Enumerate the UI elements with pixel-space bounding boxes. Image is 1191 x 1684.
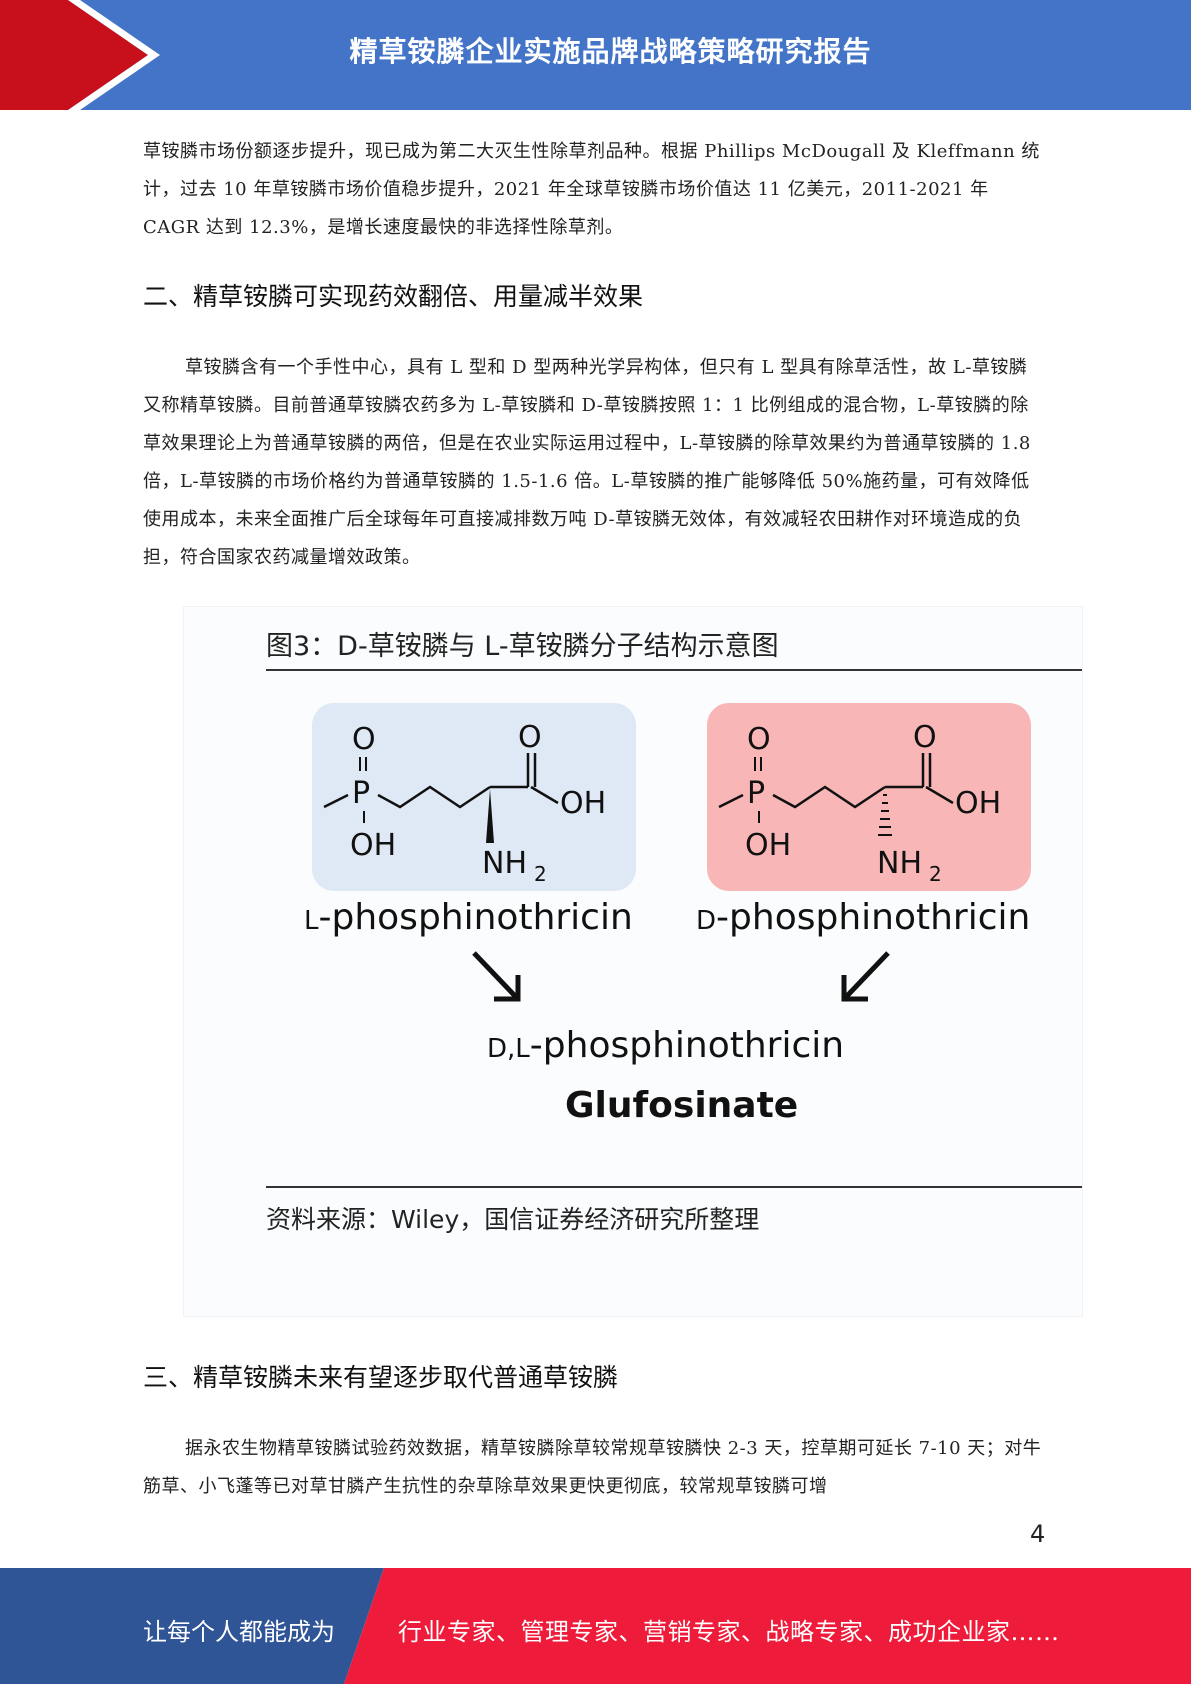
svg-text:O: O: [913, 720, 937, 755]
svg-text:NH: NH: [877, 846, 922, 881]
paragraph-efficacy: 据永农生物精草铵膦试验药效数据，精草铵膦除草较常规草铵膦快 2-3 天，控草期可…: [143, 1438, 1042, 1497]
arrow-down-left-icon: [841, 951, 890, 1002]
d-molecule-box: O P OH O OH NH 2: [707, 703, 1031, 891]
l-molecule-box: O P OH O OH NH 2: [312, 703, 636, 891]
paragraph-market-share: 草铵膦市场份额逐步提升，现已成为第二大灭生性除草剂品种。根据 Phillips …: [143, 141, 1040, 238]
svg-text:2: 2: [929, 862, 942, 886]
figure-molecular-structure: 图3：D-草铵膦与 L-草铵膦分子结构示意图 O P OH O OH NH 2 …: [183, 606, 1083, 1317]
footer-background: [0, 1568, 1191, 1684]
svg-text:OH: OH: [350, 828, 396, 863]
l-phosphinothricin-label: L-phosphinothricin: [304, 897, 633, 938]
footer-slogan-right: 行业专家、管理专家、营销专家、战略专家、成功企业家……: [398, 1618, 1060, 1646]
figure-bottom-rule: [266, 1186, 1082, 1188]
footer-bar: 让每个人都能成为 行业专家、管理专家、营销专家、战略专家、成功企业家……: [0, 1568, 1191, 1684]
svg-text:O: O: [352, 722, 376, 757]
figure-title: 图3：D-草铵膦与 L-草铵膦分子结构示意图: [266, 631, 779, 662]
svg-text:P: P: [352, 776, 370, 811]
svg-text:NH: NH: [482, 846, 527, 881]
d-phosphinothricin-structure: O P OH O OH NH 2: [718, 720, 1001, 886]
svg-text:OH: OH: [560, 786, 606, 821]
arrow-down-right-icon: [472, 951, 521, 1002]
l-phosphinothricin-structure: O P OH O OH NH 2: [323, 720, 606, 886]
footer-slogan-left: 让每个人都能成为: [143, 1618, 335, 1646]
svg-text:2: 2: [534, 862, 547, 886]
svg-text:O: O: [518, 720, 542, 755]
d-phosphinothricin-label: D-phosphinothricin: [696, 897, 1031, 938]
glufosinate-label: Glufosinate: [565, 1085, 799, 1126]
figure-top-rule: [266, 669, 1082, 671]
figure-source: 资料来源：Wiley，国信证券经济研究所整理: [266, 1205, 760, 1234]
dl-phosphinothricin-label: D,L-phosphinothricin: [487, 1025, 845, 1066]
svg-text:OH: OH: [745, 828, 791, 863]
section-heading-2: 二、精草铵膦可实现药效翻倍、用量减半效果: [143, 282, 644, 311]
svg-text:OH: OH: [955, 786, 1001, 821]
paragraph-chirality: 草铵膦含有一个手性中心，具有 L 型和 D 型两种光学异构体，但只有 L 型具有…: [143, 357, 1031, 568]
svg-text:O: O: [747, 722, 771, 757]
header-arrow-decoration: [0, 0, 160, 110]
header-bar: 精草铵膦企业实施品牌战略策略研究报告: [0, 0, 1191, 110]
svg-text:P: P: [747, 776, 765, 811]
report-title: 精草铵膦企业实施品牌战略策略研究报告: [349, 35, 872, 68]
section-heading-3: 三、精草铵膦未来有望逐步取代普通草铵膦: [143, 1363, 619, 1392]
page-number: 4: [1030, 1520, 1046, 1548]
